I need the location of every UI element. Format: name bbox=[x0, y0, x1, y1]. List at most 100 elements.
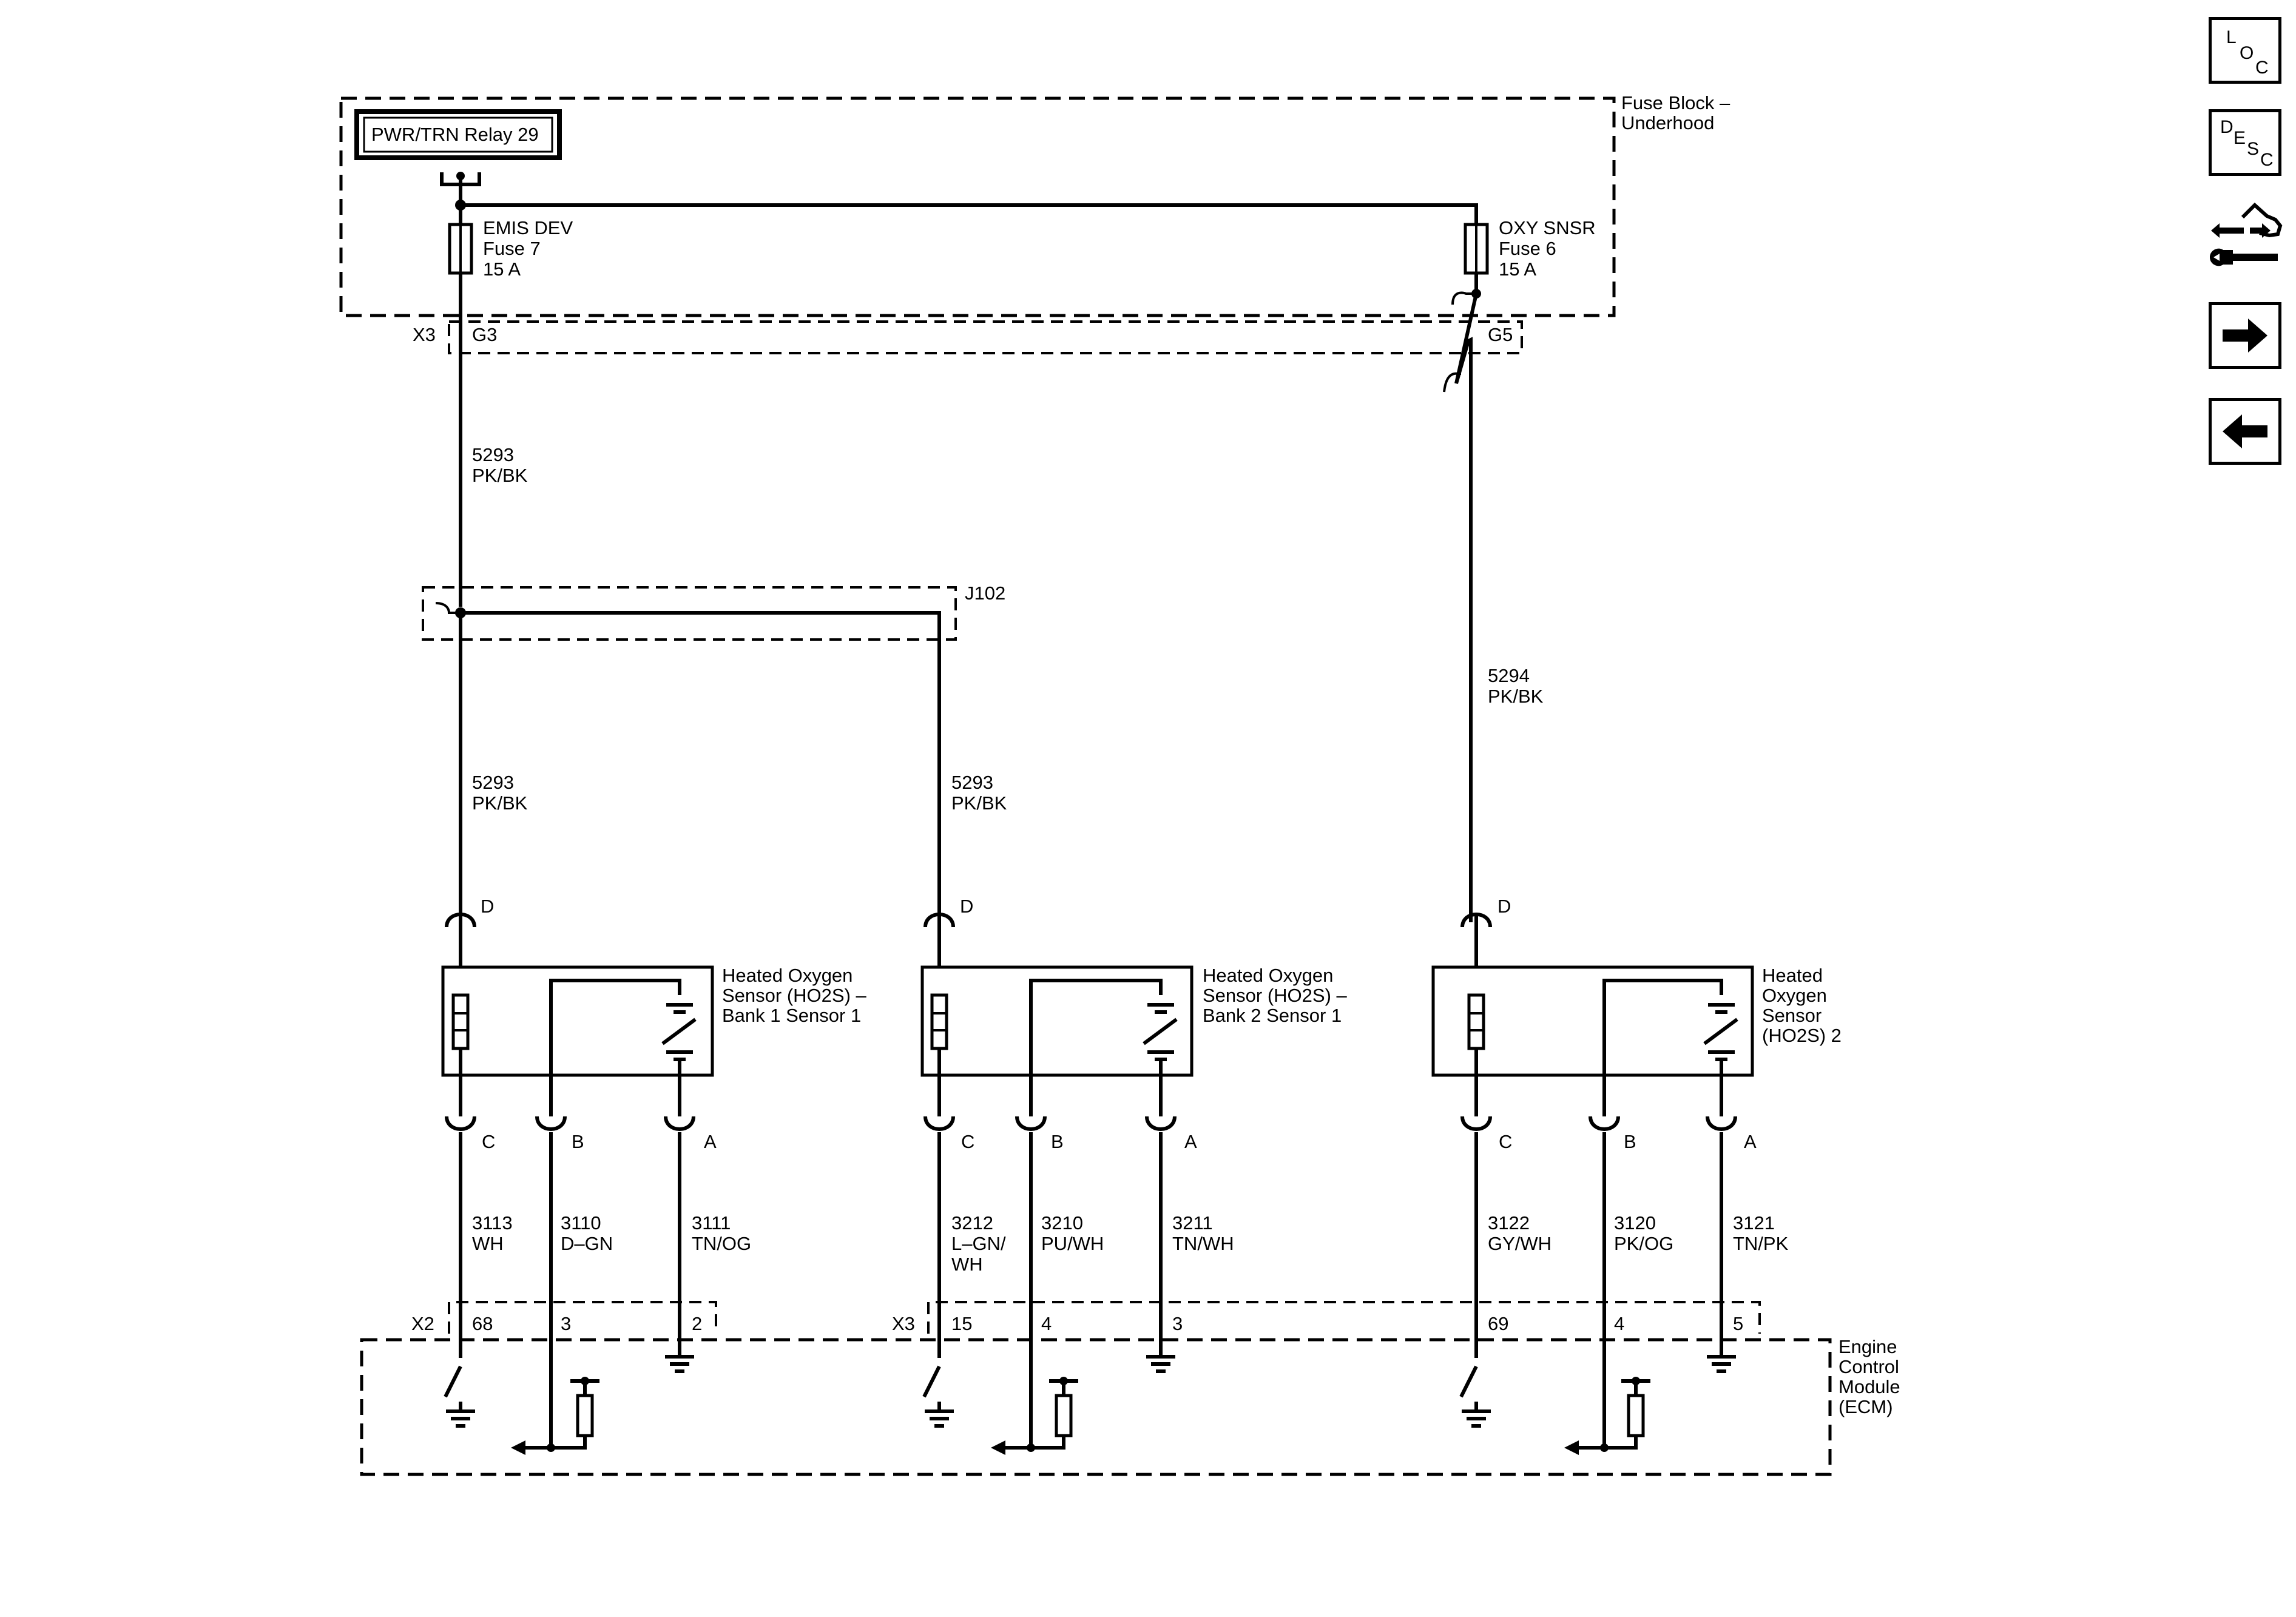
loc-icon-l: L bbox=[2226, 27, 2237, 47]
prev-arrow-shape bbox=[2223, 414, 2267, 448]
fuse-block-label: Fuse Block – bbox=[1621, 92, 1730, 113]
wire-5294-connector-hook bbox=[1443, 372, 1462, 393]
wire-5293-b2-circuit: 5293 bbox=[951, 772, 993, 793]
splice-j102-label: J102 bbox=[965, 582, 1005, 604]
relay-box-outer[interactable] bbox=[354, 109, 562, 160]
sensor-b2s1-label: Heated Oxygen bbox=[1203, 965, 1333, 986]
wire-5293-b2-color: PK/BK bbox=[951, 792, 1007, 814]
next-arrow-icon bbox=[2223, 319, 2267, 353]
ecm-node-b2s1 bbox=[1027, 1443, 1035, 1452]
connector-tool-outline bbox=[2241, 202, 2283, 238]
desc-icon-s: S bbox=[2247, 139, 2260, 159]
ecm-pin-5: 5 bbox=[1733, 1313, 1743, 1334]
pin-b-b2s1: B bbox=[1051, 1131, 1064, 1152]
prev-page-button[interactable] bbox=[2209, 398, 2281, 465]
ecm-outline bbox=[360, 1338, 1832, 1476]
sensor-s2-label-3: Sensor bbox=[1762, 1005, 1822, 1026]
ecm-pin-2: 2 bbox=[692, 1313, 702, 1334]
wire-5293-b1-color: PK/BK bbox=[472, 792, 528, 814]
ecm-signal-b2s1 bbox=[1003, 1379, 1078, 1450]
wire-3212-circuit: 3212 bbox=[951, 1212, 993, 1234]
wire-3121-circuit: 3121 bbox=[1733, 1212, 1775, 1234]
ecm-label: Engine bbox=[1838, 1336, 1897, 1357]
ecm-input-arrow-b2s1 bbox=[991, 1440, 1005, 1455]
desc-icon-d: D bbox=[2220, 117, 2234, 137]
sensor-b2s1-label-3: Bank 2 Sensor 1 bbox=[1203, 1005, 1342, 1026]
cell-b2s1 bbox=[1143, 1003, 1178, 1116]
heater-b1s1 bbox=[451, 993, 470, 1050]
sensor-b1s1-label-3: Bank 1 Sensor 1 bbox=[722, 1005, 861, 1026]
signal-s2 bbox=[1602, 979, 1723, 1116]
wire-3211-circuit: 3211 bbox=[1172, 1212, 1213, 1234]
ecm-resistor-b1s1 bbox=[576, 1394, 594, 1437]
wire-3210-color: PU/WH bbox=[1041, 1233, 1104, 1254]
splice-j102-bar bbox=[461, 611, 941, 922]
ecm-label-2: Control bbox=[1838, 1356, 1899, 1377]
ecm-node-b1s1 bbox=[547, 1443, 555, 1452]
sensor-s2-label-4: (HO2S) 2 bbox=[1762, 1025, 1842, 1046]
ecm-pin-69: 69 bbox=[1488, 1313, 1508, 1334]
next-page-button[interactable] bbox=[2209, 302, 2281, 369]
wire-5294[interactable] bbox=[1454, 293, 1478, 922]
wire-3113-circuit: 3113 bbox=[472, 1212, 513, 1234]
fuse7-number: Fuse 7 bbox=[483, 238, 541, 259]
relay-box-inner bbox=[363, 116, 553, 153]
connector-b-s2 bbox=[1589, 1116, 1620, 1131]
ecm-heater-switch-s2 bbox=[1459, 1365, 1491, 1428]
pin-b-s2: B bbox=[1624, 1131, 1636, 1152]
connector-c-b1s1 bbox=[445, 1116, 476, 1131]
ecm-pin-4b: 4 bbox=[1614, 1313, 1624, 1334]
feed-bus bbox=[459, 184, 1478, 224]
ecm-ref-dot-s2 bbox=[1632, 1377, 1640, 1385]
ecm-resistor-s2 bbox=[1627, 1394, 1645, 1437]
wrench-icon bbox=[2210, 248, 2278, 266]
sensor-b1s1-label-2: Sensor (HO2S) – bbox=[722, 985, 867, 1006]
sensor-b1s1[interactable] bbox=[441, 913, 714, 1131]
ecm-wires bbox=[459, 1132, 1723, 1448]
ecm-pin-3b: 3 bbox=[1172, 1313, 1183, 1334]
wire-3122-circuit: 3122 bbox=[1488, 1212, 1530, 1234]
ecm-heater-switch-b1s1 bbox=[444, 1365, 475, 1428]
sensor-s2-label-2: Oxygen bbox=[1762, 985, 1827, 1006]
ecm-label-3: Module bbox=[1838, 1376, 1900, 1397]
wire-3212-color-2: WH bbox=[951, 1254, 983, 1275]
pin-c-b2s1: C bbox=[961, 1131, 974, 1152]
pin-a-s2: A bbox=[1744, 1131, 1757, 1152]
sensor-s2-box bbox=[1431, 965, 1754, 1077]
connector-c-s2 bbox=[1460, 1116, 1492, 1131]
pin-b-b1s1: B bbox=[572, 1131, 584, 1152]
ecm-signal-s2 bbox=[1576, 1379, 1650, 1450]
pin-d-b2s1: D bbox=[960, 896, 973, 917]
loc-button[interactable]: L O C bbox=[2209, 17, 2281, 84]
wire-3111-color: TN/OG bbox=[692, 1233, 751, 1254]
connector-b-b1s1 bbox=[535, 1116, 567, 1131]
connector-tool-button[interactable] bbox=[2205, 199, 2284, 278]
connector-a-b2s1 bbox=[1145, 1116, 1177, 1131]
ecm-label-4: (ECM) bbox=[1838, 1396, 1893, 1417]
sensor-b1s1-label: Heated Oxygen bbox=[722, 965, 853, 986]
ecm-input-arrow-s2 bbox=[1564, 1440, 1579, 1455]
connector-a-s2 bbox=[1706, 1116, 1737, 1131]
ecm-resistor-b2s1 bbox=[1055, 1394, 1073, 1437]
signal-b1s1 bbox=[549, 979, 681, 1116]
wire-3120-circuit: 3120 bbox=[1614, 1212, 1656, 1234]
wire-5294-color: PK/BK bbox=[1488, 686, 1544, 707]
fuse6-rating: 15 A bbox=[1499, 258, 1536, 280]
pin-d-b1s1: D bbox=[481, 896, 494, 917]
relay-label: PWR/TRN Relay 29 bbox=[371, 124, 539, 145]
sensor-b2s1[interactable] bbox=[920, 913, 1194, 1131]
sensor-b2s1-box bbox=[920, 965, 1194, 1077]
wire-3110-circuit: 3110 bbox=[561, 1212, 601, 1234]
desc-button[interactable]: D E S C bbox=[2209, 109, 2281, 176]
sensor-s2[interactable] bbox=[1431, 913, 1754, 1131]
ecm-connector-x2-outline bbox=[448, 1301, 717, 1334]
fuse-block-label-2: Underhood bbox=[1621, 112, 1714, 133]
connector-b-b2s1 bbox=[1015, 1116, 1047, 1131]
connector-tool-icon bbox=[2210, 202, 2283, 266]
ecm-heater-drivers bbox=[444, 1365, 1491, 1428]
fuse6-connector-hook bbox=[1451, 291, 1476, 305]
wire-3210-circuit: 3210 bbox=[1041, 1212, 1083, 1234]
sensor-b2s1-label-2: Sensor (HO2S) – bbox=[1203, 985, 1348, 1006]
fuse7-rating: 15 A bbox=[483, 258, 521, 280]
